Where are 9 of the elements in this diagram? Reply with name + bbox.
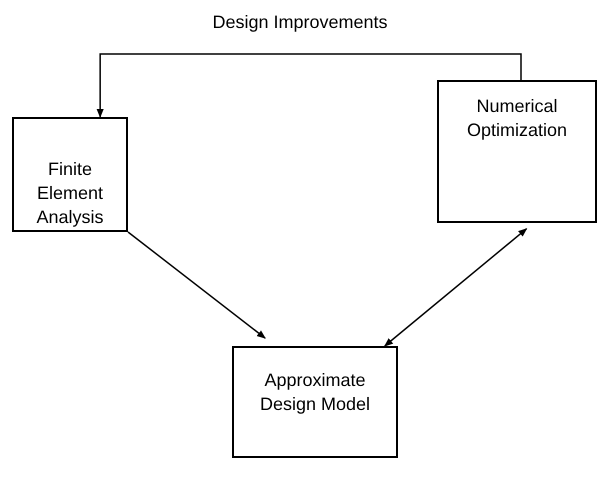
arrow bbox=[384, 228, 528, 347]
arrow bbox=[96, 53, 522, 118]
box-label: Finite Element Analysis bbox=[35, 158, 105, 229]
process-box bbox=[232, 346, 398, 458]
arrow bbox=[128, 231, 266, 339]
process-box bbox=[437, 80, 597, 223]
box-label: Numerical Optimization bbox=[466, 95, 568, 142]
process-box bbox=[12, 117, 128, 232]
box-label: Approximate Design Model bbox=[258, 369, 372, 416]
